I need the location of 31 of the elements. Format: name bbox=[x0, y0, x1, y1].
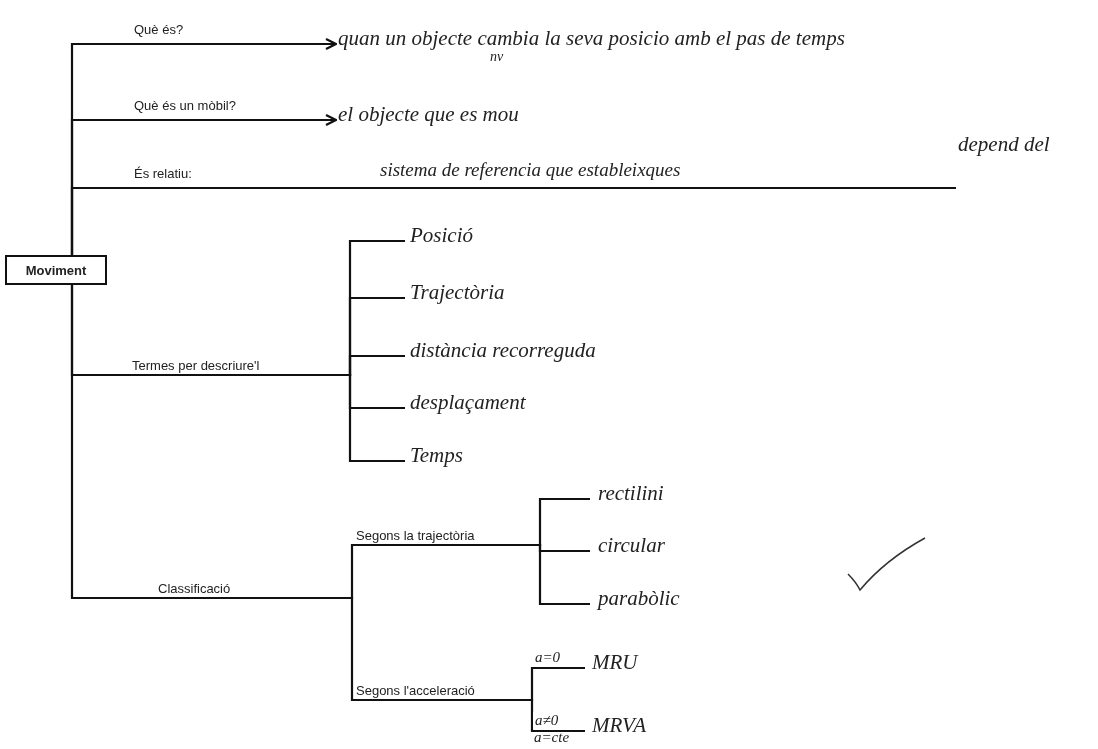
handwritten-text: parabòlic bbox=[598, 585, 680, 611]
edge-label: a≠0 bbox=[533, 712, 561, 729]
handwritten-text: desplaçament bbox=[410, 389, 526, 415]
branch-label: Classificació bbox=[158, 580, 231, 596]
handwritten-text: distància recorreguda bbox=[410, 337, 596, 363]
connector-line bbox=[158, 596, 356, 702]
handwritten-note: nv bbox=[490, 50, 504, 64]
connector-line bbox=[356, 698, 585, 733]
handwritten-note: a=cte bbox=[534, 730, 570, 745]
edge-label: Què és? bbox=[132, 22, 186, 37]
handwritten-text: el objecte que es mou bbox=[338, 101, 519, 127]
handwritten-text: MRVA bbox=[592, 712, 647, 738]
handwritten-note: sistema de referencia que estableixques bbox=[380, 160, 681, 179]
handwritten-text: depend del bbox=[958, 132, 1050, 157]
handwritten-text: Posició bbox=[410, 222, 473, 248]
branch-label: Termes per descriure'l bbox=[132, 357, 260, 373]
handwritten-text: circular bbox=[598, 532, 665, 558]
connector-line bbox=[70, 186, 956, 257]
connector-line bbox=[70, 283, 158, 600]
edge-label: Què és un mòbil? bbox=[132, 98, 238, 113]
handwritten-text: MRU bbox=[592, 649, 638, 675]
handwritten-text: quan un objecte cambia la seva posicio amb el pas de temps bbox=[338, 25, 845, 51]
edge-label: És relatiu: bbox=[132, 166, 194, 181]
connector-line bbox=[356, 543, 590, 606]
connector-line bbox=[132, 373, 405, 463]
handwritten-text: Trajectòria bbox=[410, 279, 505, 305]
title-box: Moviment bbox=[5, 255, 107, 285]
branch-label: Segons l'acceleració bbox=[356, 682, 475, 698]
handwritten-text: Temps bbox=[410, 442, 463, 468]
handwritten-text: rectilini bbox=[598, 480, 664, 506]
branch-label: Segons la trajectòria bbox=[356, 527, 475, 543]
